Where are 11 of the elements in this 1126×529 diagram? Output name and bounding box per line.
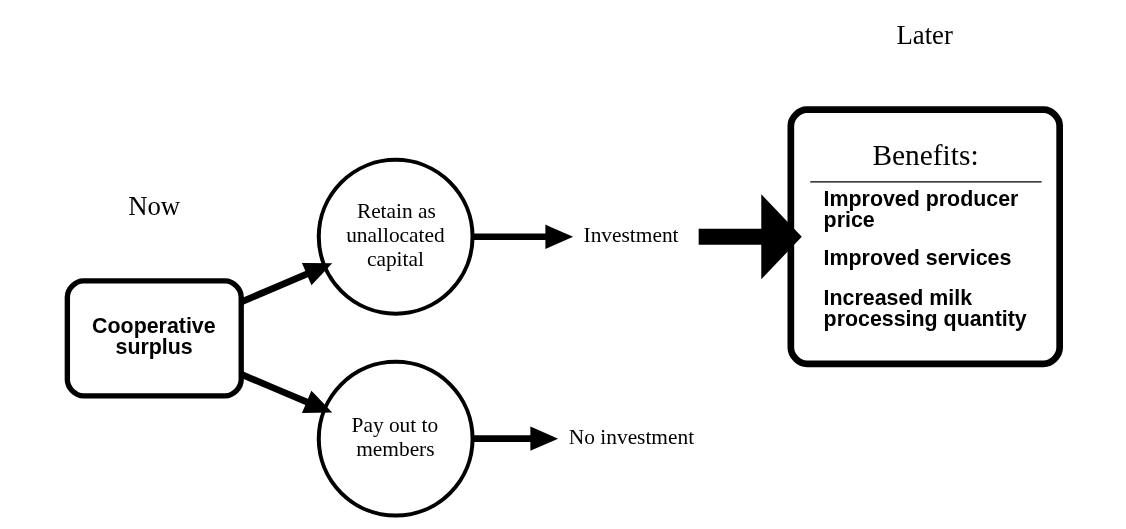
- node-text: Investment: [583, 222, 679, 247]
- arrow: [698, 194, 802, 280]
- label: Later: [896, 20, 953, 51]
- label: Now: [127, 191, 180, 222]
- node-box: Cooperative surplus: [64, 278, 244, 399]
- node-circle: Pay out to members: [316, 359, 475, 518]
- arrow: [472, 426, 558, 451]
- node-text: No investment: [568, 424, 694, 449]
- arrow: [472, 224, 573, 249]
- node-box: Benefits: Improved producer price Improved services Increased milk processing quantity: [787, 106, 1063, 368]
- node-circle: Retain as unallocated capital: [316, 157, 475, 316]
